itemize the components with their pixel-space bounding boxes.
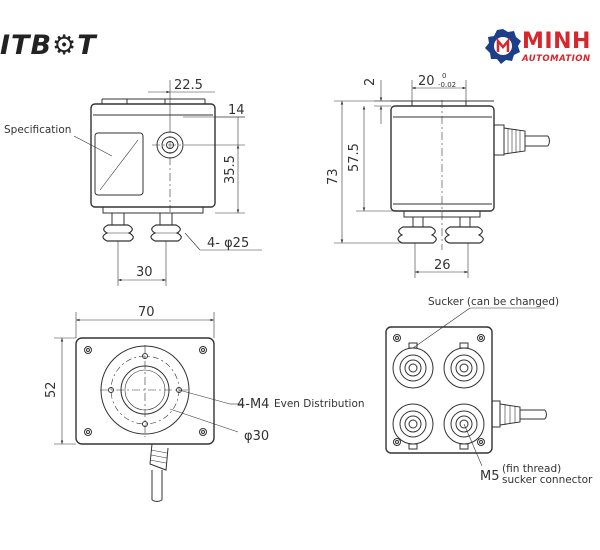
tol-upper: 0: [442, 72, 446, 80]
dia-30: φ30: [244, 429, 269, 444]
dim-52: 52: [44, 381, 59, 398]
dim-spacing-30: 30: [136, 265, 153, 280]
connector-label: sucker connector: [502, 474, 593, 486]
dim-22-5: 22.5: [174, 78, 203, 93]
sucker-label: Sucker (can be changed): [428, 296, 559, 308]
minh-automation-logo-mark: [485, 29, 521, 64]
thread-note: Even Distribution: [274, 398, 365, 410]
dim-14: 14: [228, 103, 245, 118]
spec-label: Specification: [4, 124, 71, 136]
bottom-view: [385, 307, 547, 467]
dim-20: 20: [418, 74, 435, 89]
dim-2: 2: [363, 78, 378, 86]
dim-suckers-diameter: 4- φ25: [207, 236, 249, 251]
tol-lower: -0.02: [438, 81, 456, 89]
brand-name: MINH: [522, 29, 591, 54]
m5-label: M5: [480, 469, 500, 484]
dim-73: 73: [326, 168, 341, 185]
itbot-logo: ITB⚙T: [0, 30, 97, 61]
fin-thread-label: (fin thread): [502, 463, 561, 475]
front-view: [73, 80, 262, 286]
dim-70: 70: [138, 305, 155, 320]
dim-57-5: 57.5: [347, 143, 362, 172]
top-view: [54, 312, 242, 502]
thread-label: 4-M4: [237, 397, 269, 412]
dim-spacing-26: 26: [434, 258, 451, 273]
dim-35-5: 35.5: [223, 155, 238, 184]
brand-subtitle: AUTOMATION: [522, 54, 591, 64]
side-view: [334, 80, 550, 278]
